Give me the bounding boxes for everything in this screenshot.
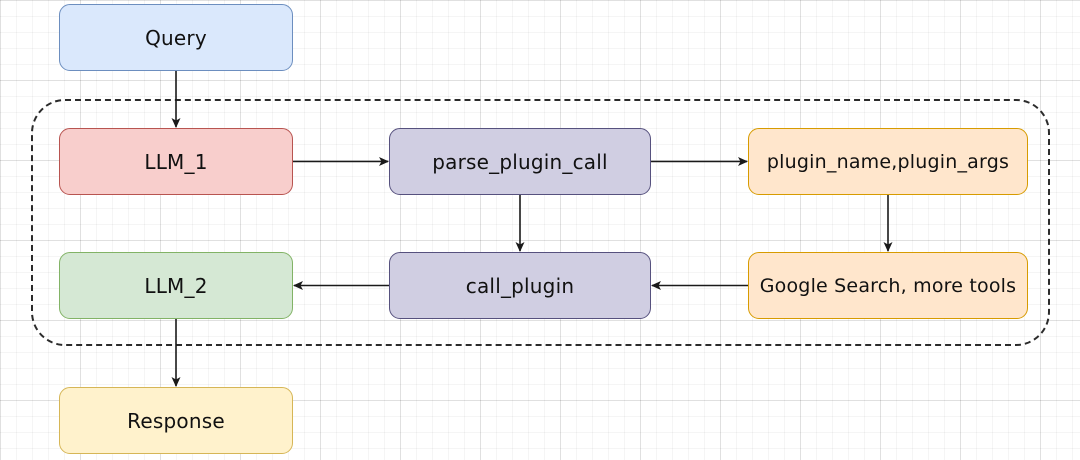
response-node-label: Response <box>127 408 225 433</box>
plugin-name-args-node-label: plugin_name,plugin_args <box>766 150 1010 173</box>
call-plugin-node[interactable]: call_plugin <box>389 252 651 319</box>
llm-2-node-label: LLM_2 <box>144 273 208 298</box>
call-plugin-node-label: call_plugin <box>465 273 575 298</box>
query-node[interactable]: Query <box>59 4 293 71</box>
plugin-name-args-node[interactable]: plugin_name,plugin_args <box>748 128 1028 195</box>
llm-1-node[interactable]: LLM_1 <box>59 128 293 195</box>
parse-plugin-call-node-label: parse_plugin_call <box>432 149 608 174</box>
llm-2-node[interactable]: LLM_2 <box>59 252 293 319</box>
llm-1-node-label: LLM_1 <box>144 149 208 174</box>
plugin-loop-group-frame <box>31 99 1050 346</box>
google-search-tools-node-label: Google Search, more tools <box>759 274 1017 297</box>
query-node-label: Query <box>145 25 207 50</box>
parse-plugin-call-node[interactable]: parse_plugin_call <box>389 128 651 195</box>
google-search-tools-node[interactable]: Google Search, more tools <box>748 252 1028 319</box>
response-node[interactable]: Response <box>59 387 293 454</box>
